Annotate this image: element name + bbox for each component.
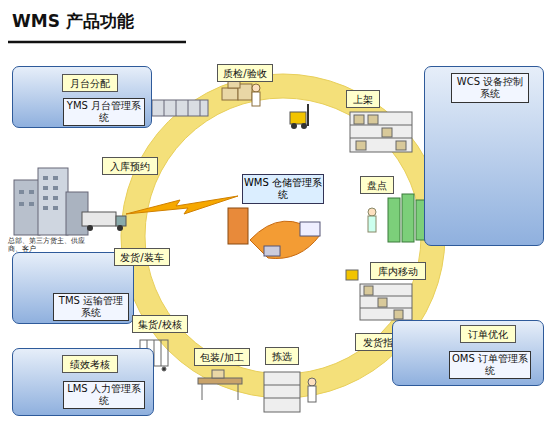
system-panel: LMS 人力管理系统 绩效考核 (12, 348, 154, 416)
system-panel: OMS 订单管理系统 订单优化 (392, 320, 544, 386)
step-label: 发货/装车 (120, 252, 163, 263)
process-ring (133, 86, 433, 386)
building-caption: 总部、第三方货主、供应商、客户 (8, 237, 90, 254)
lightning-bolt (126, 196, 238, 214)
process-box: 上架 (346, 90, 380, 108)
forklift (290, 104, 308, 129)
step-label: 库内移动 (378, 266, 418, 277)
system-name: WMS 仓储管理系统 (243, 177, 323, 201)
system-panel: WCS 设备控制系统 (424, 66, 544, 246)
inventory-rack (368, 194, 426, 242)
system-panel: TMS 运输管理系统发货/装车 (12, 252, 134, 324)
step-label: 拣选 (272, 351, 292, 362)
process-box: 质检/验收 (217, 64, 273, 82)
process-box: 集货/校核 (132, 315, 188, 333)
step-label: 包装/加工 (200, 352, 243, 363)
step-label: 集货/校核 (138, 319, 181, 330)
building (14, 168, 88, 235)
process-box: 库内移动 (370, 262, 426, 280)
step-label: 盘点 (367, 180, 387, 191)
server (228, 208, 320, 259)
picking-rack (264, 372, 316, 412)
step-label: 订单优化 (468, 329, 508, 340)
rack (350, 112, 412, 152)
truck (82, 212, 126, 231)
packing-table (198, 370, 242, 400)
core-system-box: WMS 仓储管理系统 (242, 174, 324, 204)
process-box: 包装/加工 (194, 348, 250, 366)
process-box: 入库预约 (102, 157, 158, 175)
system-name: WCS 设备控制系统 (451, 73, 529, 103)
title: WMS 产品功能 (12, 10, 134, 33)
step-label: 上架 (353, 94, 373, 105)
process-box: 盘点 (360, 176, 394, 194)
process-box: 发货/装车 (114, 248, 170, 266)
step-label: 月台分配 (70, 78, 110, 89)
step-label: 绩效考核 (70, 359, 110, 370)
step-label: 入库预约 (110, 161, 150, 172)
system-name: LMS 人力管理系统 (63, 381, 145, 409)
system-panel: YMS 月台管理系统 月台分配 (12, 66, 152, 128)
step-label: 质检/验收 (223, 68, 266, 79)
system-name: TMS 运输管理系统 (53, 293, 129, 321)
system-name: YMS 月台管理系统 (63, 98, 145, 126)
system-name: OMS 订单管理系统 (449, 351, 531, 379)
process-box: 拣选 (265, 347, 299, 365)
process-box: 订单优化 (460, 325, 516, 343)
title-rule (8, 41, 186, 44)
process-box: 绩效考核 (62, 355, 118, 373)
process-box: 月台分配 (62, 74, 118, 92)
computer-icon (20, 78, 436, 384)
